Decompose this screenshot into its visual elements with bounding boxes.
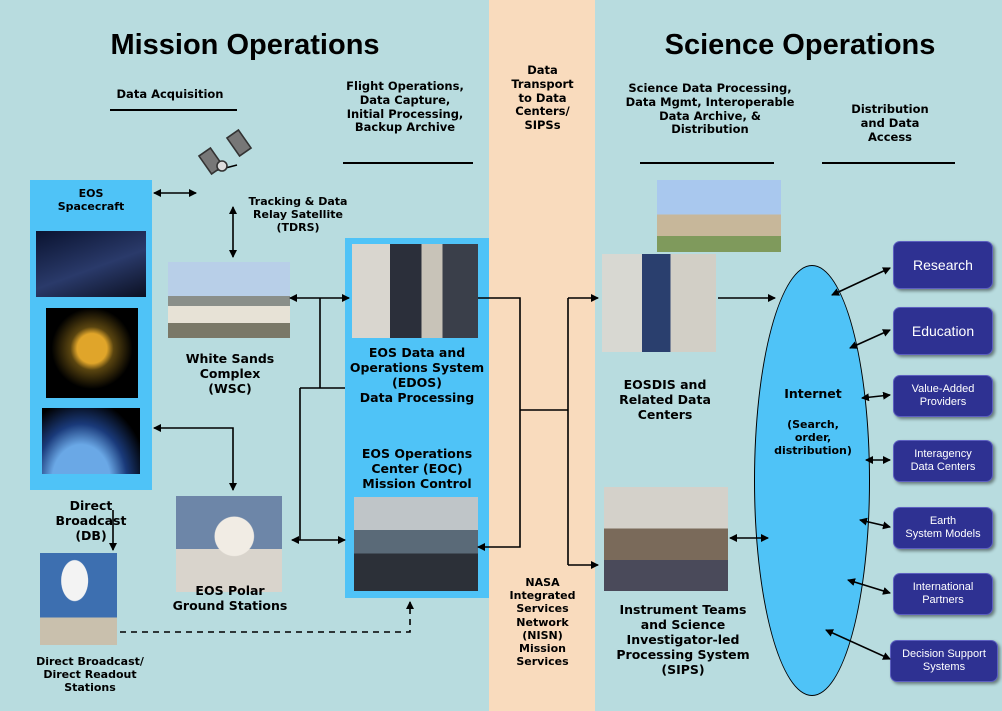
science-processing-underline — [640, 162, 774, 164]
white-sands-label: White Sands Complex (WSC) — [185, 351, 275, 396]
data-acquisition-header: Data Acquisition — [116, 87, 224, 101]
spacecraft-image-3 — [42, 408, 140, 474]
output-international-button[interactable]: International Partners — [893, 573, 993, 615]
polar-stations-label: EOS Polar Ground Stations — [172, 583, 288, 613]
distribution-header: Distribution and Data Access — [851, 102, 929, 144]
output-interagency-button[interactable]: Interagency Data Centers — [893, 440, 993, 482]
output-research-button[interactable]: Research — [893, 241, 993, 289]
white-sands-image — [168, 262, 290, 338]
eos-spacecraft-label: EOS Spacecraft — [57, 187, 125, 214]
direct-broadcast-label: Direct Broadcast (DB) — [55, 498, 127, 543]
internet-title: Internet — [784, 386, 842, 401]
eoc-image — [354, 497, 478, 591]
data-acquisition-underline — [110, 109, 237, 111]
db-stations-label: Direct Broadcast/ Direct Readout Station… — [36, 655, 144, 695]
output-education-button[interactable]: Education — [893, 307, 993, 355]
polar-stations-image — [176, 496, 282, 592]
nisn-label: NASA Integrated Services Network (NISN) … — [509, 576, 576, 669]
eoc-label: EOS Operations Center (EOC) Mission Cont… — [361, 446, 473, 491]
tdrs-satellite-icon — [197, 128, 253, 176]
sips-label: Instrument Teams and Science Investigato… — [616, 602, 750, 677]
tdrs-label: Tracking & Data Relay Satellite (TDRS) — [248, 195, 348, 235]
data-center-interior-image — [602, 254, 716, 352]
data-transport-header: Data Transport to Data Centers/ SIPSs — [511, 63, 574, 133]
eosdis-label: EOSDIS and Related Data Centers — [619, 377, 711, 422]
output-earth-models-button[interactable]: Earth System Models — [893, 507, 993, 549]
flight-operations-underline — [343, 162, 473, 164]
science-operations-title: Science Operations — [664, 29, 936, 61]
direct-readout-image — [40, 553, 117, 645]
flight-operations-header: Flight Operations, Data Capture, Initial… — [346, 79, 464, 135]
data-center-exterior-image — [657, 180, 781, 252]
sips-image — [604, 487, 728, 591]
spacecraft-image-2 — [46, 308, 138, 398]
transport-panel — [489, 0, 595, 711]
edos-image — [352, 244, 478, 338]
mission-operations-title: Mission Operations — [110, 29, 380, 61]
output-value-added-button[interactable]: Value-Added Providers — [893, 375, 993, 417]
science-processing-header: Science Data Processing, Data Mgmt, Inte… — [625, 81, 795, 137]
spacecraft-image-1 — [36, 231, 146, 297]
output-decision-button[interactable]: Decision Support Systems — [890, 640, 998, 682]
internet-subtitle: (Search, order, distribution) — [774, 418, 852, 458]
distribution-underline — [822, 162, 955, 164]
edos-label: EOS Data and Operations System (EDOS) Da… — [349, 345, 485, 405]
